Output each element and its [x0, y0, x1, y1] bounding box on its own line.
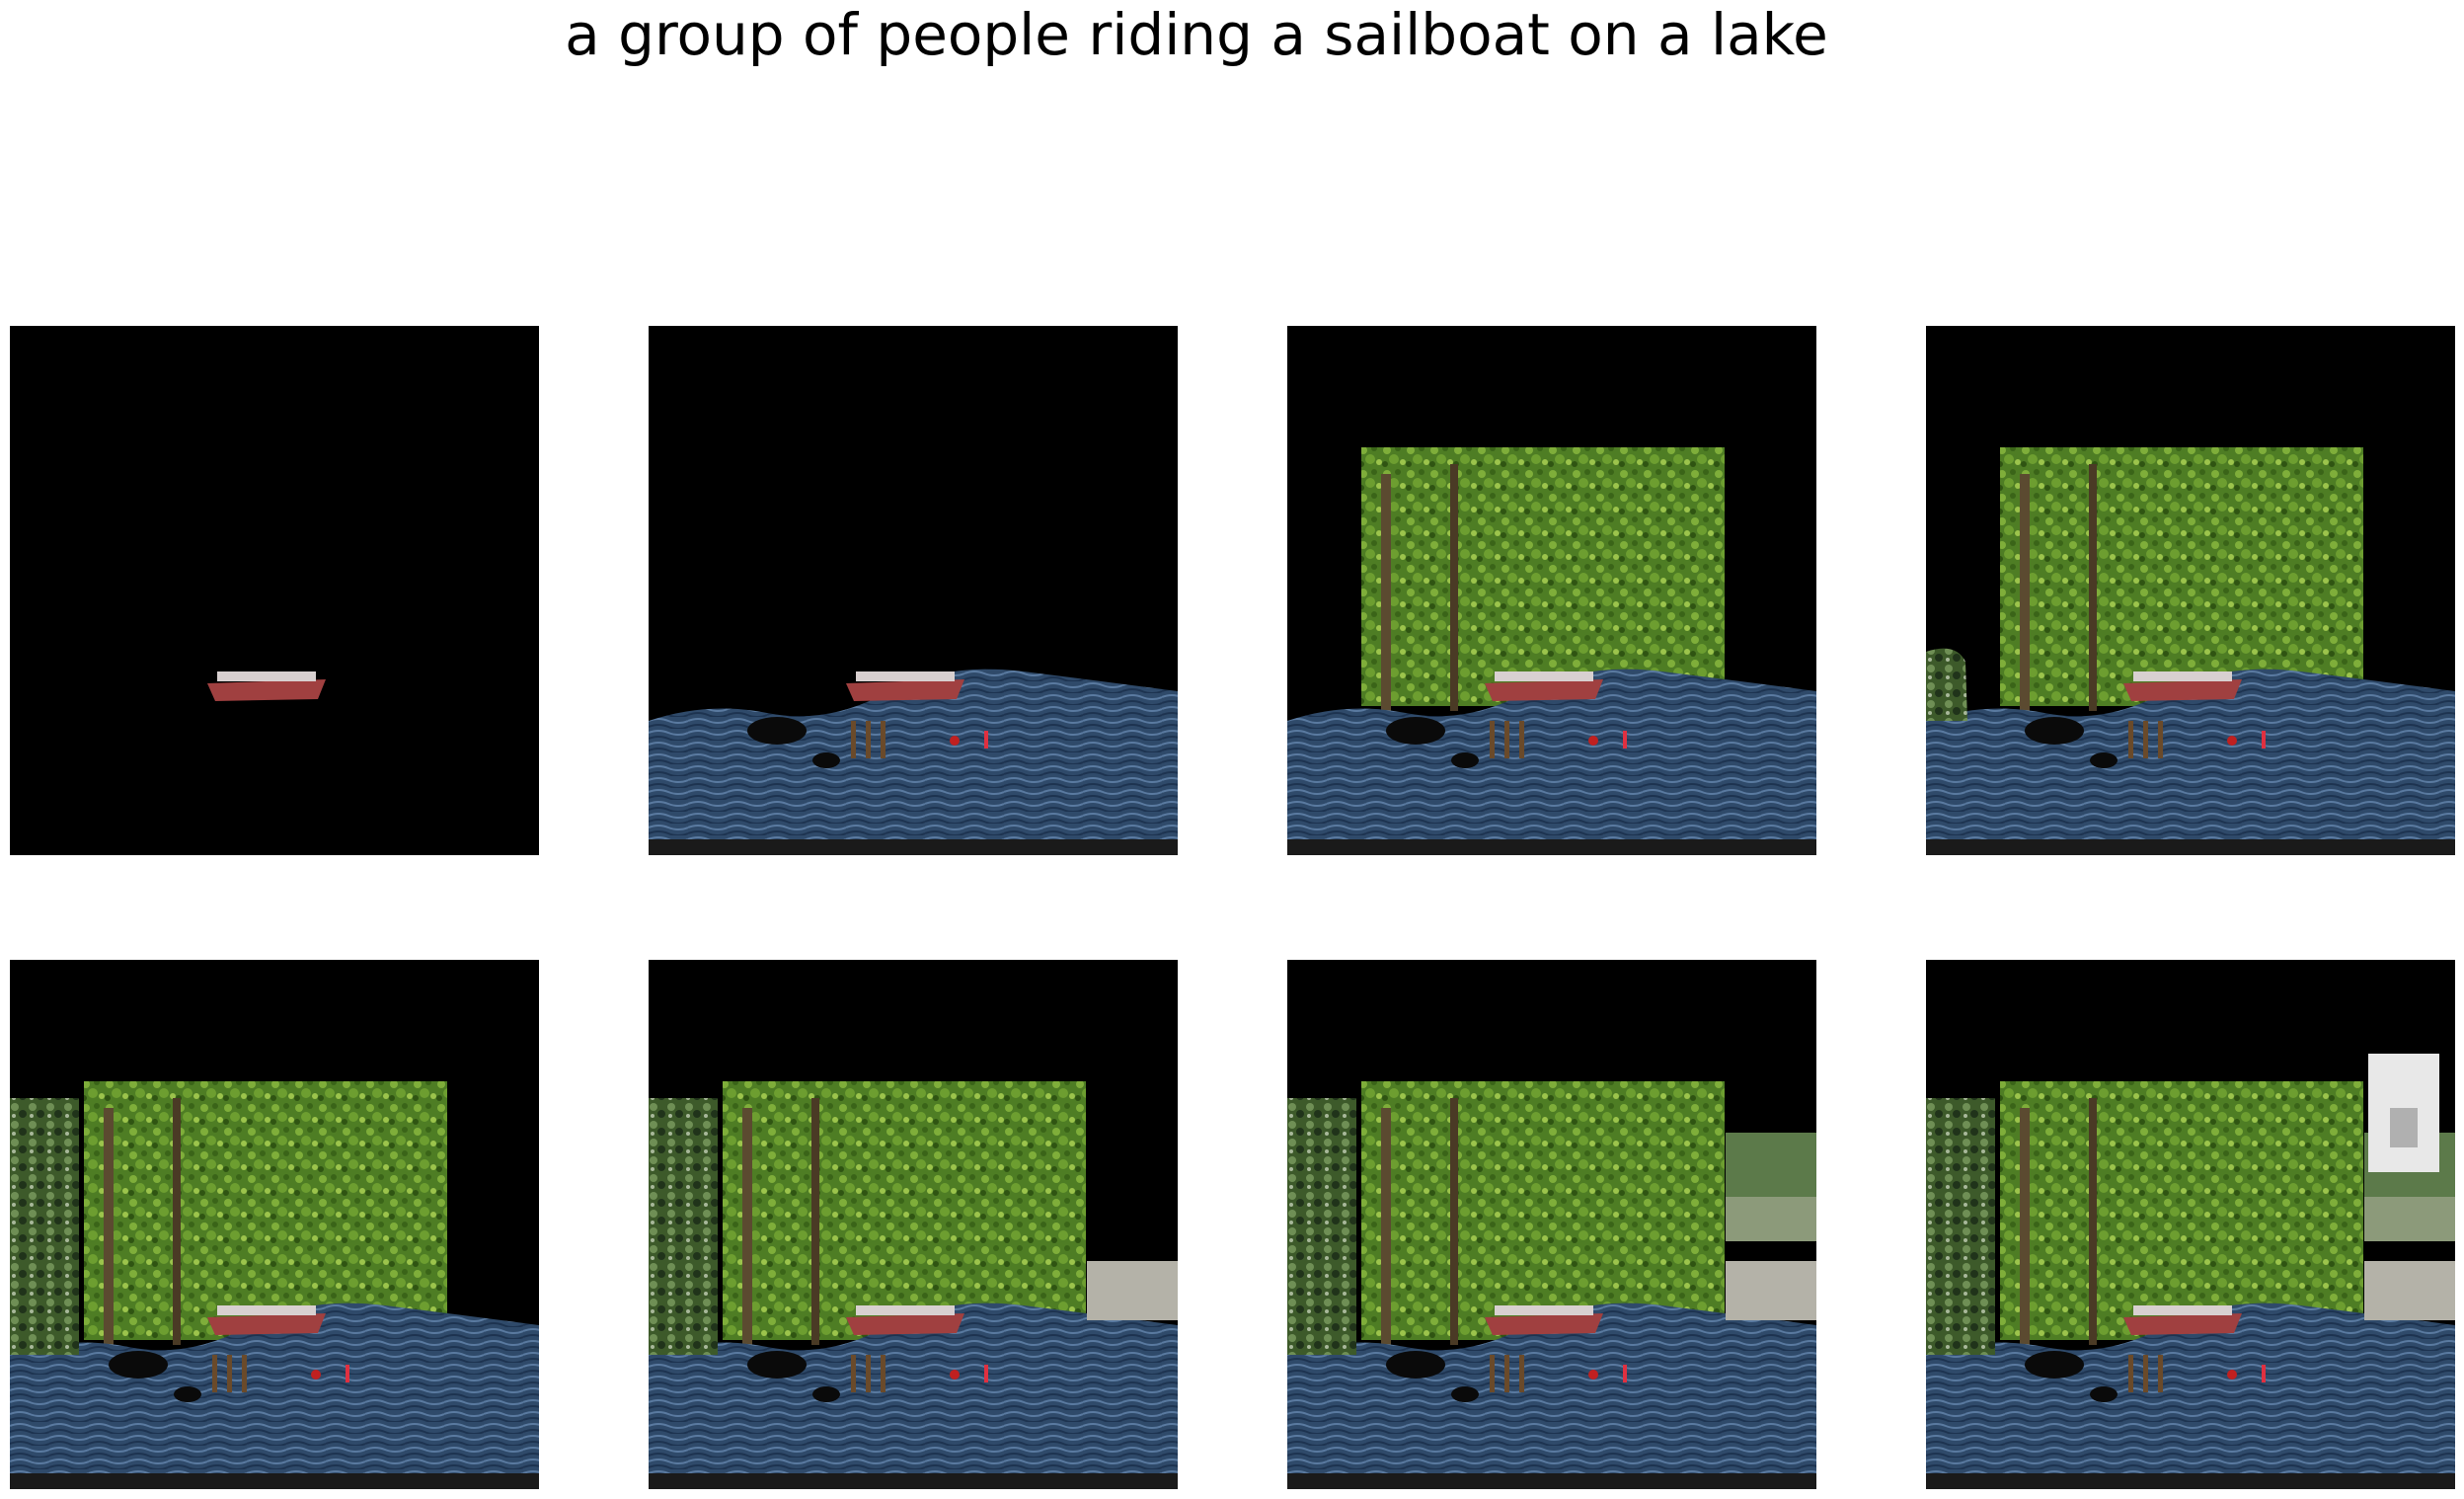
layer-water [1926, 1302, 2455, 1489]
layer-boat [1485, 1305, 1603, 1335]
layer-trees [1361, 1081, 1725, 1345]
layer-water [1287, 1302, 1816, 1489]
generation-step-4 [1926, 326, 2455, 855]
figure-title: a group of people riding a sailboat on a… [565, 1, 1828, 68]
layer-trees [723, 1081, 1086, 1345]
generation-step-7 [1287, 960, 1816, 1489]
layer-boat [207, 1305, 326, 1335]
layer-boat [846, 671, 964, 701]
generation-step-6 [649, 960, 1178, 1489]
generation-step-2 [649, 326, 1178, 855]
layer-right-park [1726, 1133, 1816, 1241]
layer-trees [1361, 447, 1725, 711]
layer-boat [207, 671, 326, 701]
layer-boat [846, 1305, 964, 1335]
layer-water [649, 669, 1178, 855]
layer-water [10, 1302, 539, 1489]
layer-left-bush [1926, 648, 1967, 721]
layer-water [1287, 669, 1816, 855]
layer-left-tree [10, 1098, 79, 1355]
layer-left-tree [1287, 1098, 1356, 1355]
layer-trees [2000, 447, 2363, 711]
layer-boat [2123, 1305, 2242, 1335]
layer-left-tree [649, 1098, 718, 1355]
generation-step-1 [10, 326, 539, 855]
layer-trees [84, 1081, 447, 1345]
layer-water [649, 1302, 1178, 1489]
layer-water [1926, 669, 2455, 855]
layer-left-tree [1926, 1098, 1995, 1355]
generation-step-8 [1926, 960, 2455, 1489]
layer-right-road [1087, 1261, 1178, 1320]
generation-step-5 [10, 960, 539, 1489]
layer-trees [2000, 1081, 2363, 1345]
layer-boat [2123, 671, 2242, 701]
layer-right-road [2364, 1261, 2455, 1320]
layer-right-road [1726, 1261, 1816, 1320]
layer-boat [1485, 671, 1603, 701]
layer-right-building [2368, 1054, 2439, 1172]
generation-step-3 [1287, 326, 1816, 855]
